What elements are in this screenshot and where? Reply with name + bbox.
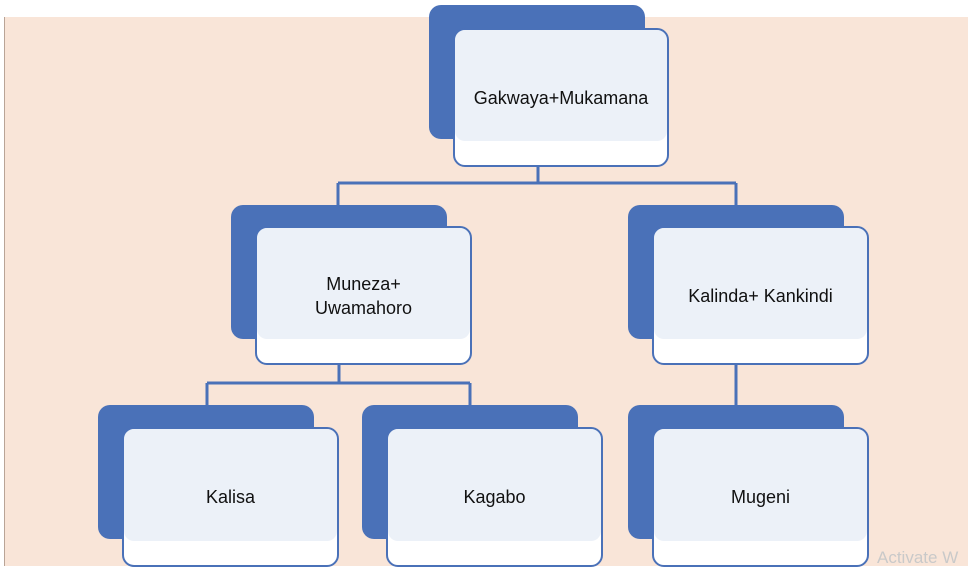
node-kalinda-kankindi: Kalinda+ Kankindi — [628, 205, 870, 365]
node-muneza-uwamahoro: Muneza+ Uwamahoro — [231, 205, 473, 365]
node-gakwaya-mukamana: Gakwaya+Mukamana — [429, 5, 671, 167]
node-mugeni: Mugeni — [628, 405, 870, 567]
node-label: Muneza+ Uwamahoro — [314, 273, 413, 318]
node-kalisa: Kalisa — [98, 405, 340, 567]
node-label: Gakwaya+Mukamana — [473, 87, 649, 108]
node-label: Kalinda+ Kankindi — [688, 285, 833, 306]
node-label: Mugeni — [730, 487, 791, 507]
node-label: Kagabo — [463, 487, 526, 507]
connector-root — [336, 162, 738, 227]
node-kagabo: Kagabo — [362, 405, 604, 567]
activation-watermark: Activate W — [877, 548, 959, 567]
node-label: Kalisa — [205, 487, 256, 507]
connector-left — [205, 362, 472, 427]
